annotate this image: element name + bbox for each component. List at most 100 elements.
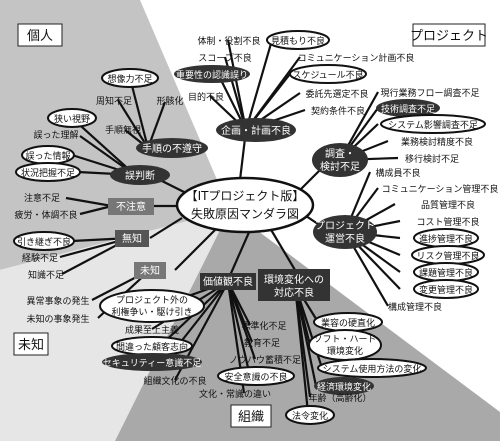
node-interests-1: プロジェクト外の bbox=[116, 294, 188, 306]
node-procedure-noncompliance-shape bbox=[136, 138, 208, 158]
node-situation: 状況把握不足 bbox=[21, 167, 75, 179]
node-results-first: 成果至上主義 bbox=[125, 324, 179, 336]
hub-change-2: 対応不良 bbox=[274, 286, 314, 299]
node-experience: 経験不足 bbox=[22, 252, 58, 264]
node-scope: スコープ不良 bbox=[198, 52, 251, 64]
node-security-shape bbox=[102, 353, 202, 371]
node-comm-mgmt: コミュニケーション管理不良 bbox=[382, 183, 499, 195]
node-cost-mgmt: コスト管理不良 bbox=[416, 216, 479, 228]
center-title: 【ITプロジェクト版】 bbox=[186, 189, 305, 203]
node-handover: 引き継ぎ不良 bbox=[17, 236, 71, 248]
hub-ignorance-shape bbox=[115, 230, 149, 247]
connector-lines bbox=[59, 39, 401, 414]
quadrant-label-project-box bbox=[412, 23, 486, 47]
node-security: セキュリティー意識不足 bbox=[103, 357, 201, 369]
node-imagination-shape bbox=[101, 68, 159, 88]
node-aging: 年齢（高齢化） bbox=[308, 392, 371, 404]
node-attention: 注意不足 bbox=[24, 192, 60, 204]
node-system-impact-shape bbox=[380, 114, 486, 134]
hub-value-shape bbox=[200, 273, 256, 290]
node-law: 法令変化 bbox=[292, 410, 328, 422]
node-handover-shape bbox=[13, 231, 75, 251]
node-config-mgmt: 構成管理不良 bbox=[388, 301, 442, 313]
node-narrow-view-shape bbox=[47, 108, 97, 128]
node-education: 教育不足 bbox=[244, 337, 280, 349]
hub-carelessness-shape bbox=[108, 198, 154, 215]
node-comm-plan: コミュニケーション計画不良 bbox=[298, 52, 415, 64]
node-importance-shape bbox=[174, 65, 250, 83]
node-quality-mgmt: 品質管理不良 bbox=[421, 199, 475, 211]
hub-survey-1: 調査・ bbox=[325, 147, 355, 160]
hub-operation-2: 運営不良 bbox=[325, 232, 365, 245]
node-safety-shape bbox=[217, 366, 295, 386]
quadrant-label-project: プロジェクト bbox=[410, 29, 488, 44]
node-wrong-customer: 間違った顧客志向 bbox=[116, 341, 188, 353]
node-issue-mgmt: 課題管理不良 bbox=[419, 267, 473, 279]
hub-ignorance: 無知 bbox=[122, 232, 142, 245]
node-environment-1: ソフト・ハード bbox=[313, 335, 376, 345]
node-org-culture: 組織文化の不良 bbox=[143, 375, 206, 387]
node-system-usage-shape bbox=[317, 358, 427, 378]
node-fatigue: 疲労・体調不良 bbox=[14, 209, 77, 221]
node-law-shape bbox=[285, 405, 335, 425]
node-business-accuracy: 業務検討精度不良 bbox=[401, 136, 473, 148]
node-knowledge: 知識不足 bbox=[28, 269, 64, 281]
node-interests-2: 利権争い・駆け引き bbox=[111, 306, 192, 318]
quadrant-individual-bg bbox=[0, 0, 230, 270]
node-imagination: 想像力不足 bbox=[107, 73, 152, 85]
node-vendor-selection: 委託先選定不良 bbox=[305, 88, 368, 100]
node-economy: 経済環境変化 bbox=[317, 381, 371, 393]
node-system-impact: システム影響調査不足 bbox=[388, 119, 478, 131]
hub-survey-shape bbox=[312, 143, 368, 177]
hub-carelessness: 不注意 bbox=[116, 200, 146, 213]
node-change-mgmt-shape bbox=[413, 279, 479, 299]
quadrant-label-organization-box bbox=[230, 404, 272, 428]
node-workflow-survey: 現行業務フロー調査不足 bbox=[380, 87, 479, 99]
hub-change-shape bbox=[258, 269, 330, 301]
node-narrow-view: 狭い視野 bbox=[54, 113, 90, 125]
node-ignoring-procedure: 手順無視 bbox=[105, 124, 141, 136]
center-ellipse bbox=[175, 176, 315, 234]
hub-plan: 企画・計画不良 bbox=[221, 124, 291, 137]
hub-value: 価値観不良 bbox=[203, 275, 253, 288]
node-schedule: スケジュール不良 bbox=[292, 69, 363, 81]
quadrant-label-individual-box bbox=[17, 23, 63, 47]
node-insufficient-notice: 周知不足 bbox=[96, 95, 132, 107]
node-interests-shape bbox=[99, 289, 205, 323]
node-abnormal-event: 異常事象の発生 bbox=[26, 295, 89, 307]
node-formalization: 形骸化 bbox=[156, 95, 183, 107]
node-environment-2: 環境変化 bbox=[327, 345, 363, 357]
node-procedure-noncompliance: 手順の不遵守 bbox=[142, 142, 202, 155]
hub-misjudgment-shape bbox=[110, 165, 170, 185]
node-rigidity: 業容の硬直化 bbox=[321, 317, 375, 329]
node-tech-survey: 技術調査不足 bbox=[381, 103, 435, 115]
quadrant-label-unknown-box bbox=[13, 332, 49, 356]
hub-operation-1: プロジェクト bbox=[315, 220, 375, 232]
quadrant-label-organization: 組織 bbox=[238, 410, 264, 425]
quadrant-label-individual: 個人 bbox=[27, 29, 53, 44]
hub-operation-shape bbox=[313, 215, 377, 249]
node-economy-shape bbox=[314, 377, 374, 395]
node-purpose: 目的不良 bbox=[188, 91, 224, 103]
center-subtitle: 失敗原因マンダラ図 bbox=[191, 206, 299, 221]
node-culture-diff: 文化・常識の違い bbox=[199, 388, 271, 400]
quadrant-label-unknown: 未知 bbox=[18, 337, 44, 353]
node-unknown-event: 未知の事象発生 bbox=[26, 313, 89, 325]
node-tech-survey-shape bbox=[376, 99, 440, 117]
node-safety: 安全意識の不良 bbox=[224, 371, 287, 383]
hub-unknown-shape bbox=[134, 262, 166, 279]
node-migration: 移行検討不足 bbox=[405, 153, 459, 165]
hub-plan-shape bbox=[216, 118, 296, 142]
node-contract: 契約条件不良 bbox=[311, 105, 365, 117]
node-system-usage: システム使用方法の変化 bbox=[323, 363, 422, 375]
quadrant-unknown-bg bbox=[0, 210, 230, 441]
node-risk-mgmt: リスク管理不良 bbox=[416, 250, 479, 262]
node-wrong-info: 誤った情報 bbox=[25, 150, 70, 162]
node-knowhow: ノウハウ蓄積不足 bbox=[229, 354, 301, 366]
hub-misjudgment: 誤判断 bbox=[125, 169, 155, 182]
node-members: 構成員不良 bbox=[375, 167, 420, 179]
node-schedule-shape bbox=[289, 64, 367, 84]
node-standardization: 標準化不足 bbox=[241, 320, 286, 332]
node-change-mgmt: 変更管理不良 bbox=[419, 284, 473, 296]
